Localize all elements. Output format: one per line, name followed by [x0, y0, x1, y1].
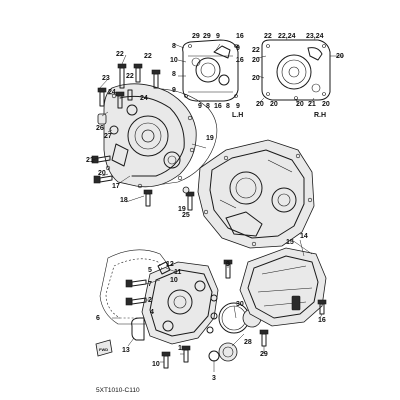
callout-label: 27	[104, 133, 112, 140]
callout-label: 24	[108, 89, 116, 96]
callout-label: 28	[244, 339, 252, 346]
callout-label: 23	[102, 75, 110, 82]
callout-label: 10	[152, 361, 160, 368]
callout-label: 11	[174, 269, 182, 276]
callout-label: 18	[120, 197, 128, 204]
callout-label: 10	[170, 277, 178, 284]
callout-label: 22	[252, 47, 260, 54]
callout-label: 8	[172, 71, 176, 78]
bolt-group-left	[91, 63, 195, 211]
callout-label: 20	[256, 101, 264, 108]
right-hand-label: R.H	[314, 112, 326, 119]
callout-label: 29	[260, 351, 268, 358]
callout-label: 21	[86, 157, 94, 164]
callout-label: 29	[203, 33, 211, 40]
callout-label: 9	[236, 45, 240, 52]
callout-label: 3	[212, 375, 216, 382]
callout-label: 16	[236, 57, 244, 64]
leader-lines	[91, 43, 344, 372]
callout-label: 9	[236, 103, 240, 110]
callout-label: 20	[270, 101, 278, 108]
callout-label: 20	[322, 101, 330, 108]
callout-label: 22	[116, 51, 124, 58]
callout-label: 17	[112, 183, 120, 190]
callout-label: 21	[308, 101, 316, 108]
callout-label: 16	[318, 317, 326, 324]
callout-label: 2	[148, 297, 152, 304]
callout-label: 4	[150, 309, 154, 316]
inset-left-hand	[182, 39, 239, 102]
callout-labels: 22 23 24 26 27 21 20 17 18 19 25 19 22 2…	[86, 33, 344, 382]
callout-label: 22	[144, 53, 152, 60]
callout-label: 9	[198, 103, 202, 110]
callout-label: 26	[96, 125, 104, 132]
callout-label: 14	[300, 233, 308, 240]
callout-label: 22	[264, 33, 272, 40]
fwd-stamp: FWD	[95, 339, 113, 357]
callout-label: 16	[214, 103, 222, 110]
callout-label: 10	[170, 57, 178, 64]
lower-crankcase-cover-assembly	[99, 249, 219, 345]
callout-label: 25	[182, 212, 190, 219]
callout-label: 24	[140, 95, 148, 102]
inset-right-hand	[261, 39, 331, 101]
callout-label: 29	[192, 33, 200, 40]
callout-label: 22,24	[278, 33, 296, 40]
left-hand-label: L.H	[232, 112, 243, 119]
left-crankcase-assembly	[97, 83, 218, 189]
callout-label: 23,24	[306, 33, 324, 40]
lower-right-cover-group	[208, 247, 327, 362]
callout-label: 16	[236, 33, 244, 40]
callout-label: 8	[172, 43, 176, 50]
callout-label: 20	[296, 101, 304, 108]
callout-label: 15	[286, 239, 294, 246]
callout-label: 13	[122, 347, 130, 354]
callout-label: 20	[336, 53, 344, 60]
callout-label: 1	[178, 345, 182, 352]
callout-label: 19	[206, 135, 214, 142]
right-crankcase	[197, 139, 315, 249]
callout-label: 20	[98, 170, 106, 177]
callout-label: 8	[226, 103, 230, 110]
callout-label: 12	[166, 261, 174, 268]
callout-label: 6	[96, 315, 100, 322]
callout-label: 30	[236, 301, 244, 308]
callout-label: 9	[172, 87, 176, 94]
callout-label: 19	[178, 206, 186, 213]
callout-label: 9	[216, 33, 220, 40]
fwd-stamp-label: FWD	[99, 347, 108, 352]
callout-label: 20	[252, 75, 260, 82]
callout-label: 9	[226, 261, 230, 268]
callout-label: 7	[148, 281, 152, 288]
callout-label: 5	[148, 267, 152, 274]
diagram-code: 5XT1010-C110	[96, 387, 140, 394]
callout-label: 8	[206, 103, 210, 110]
callout-label: 22	[126, 73, 134, 80]
callout-label: 20	[252, 57, 260, 64]
